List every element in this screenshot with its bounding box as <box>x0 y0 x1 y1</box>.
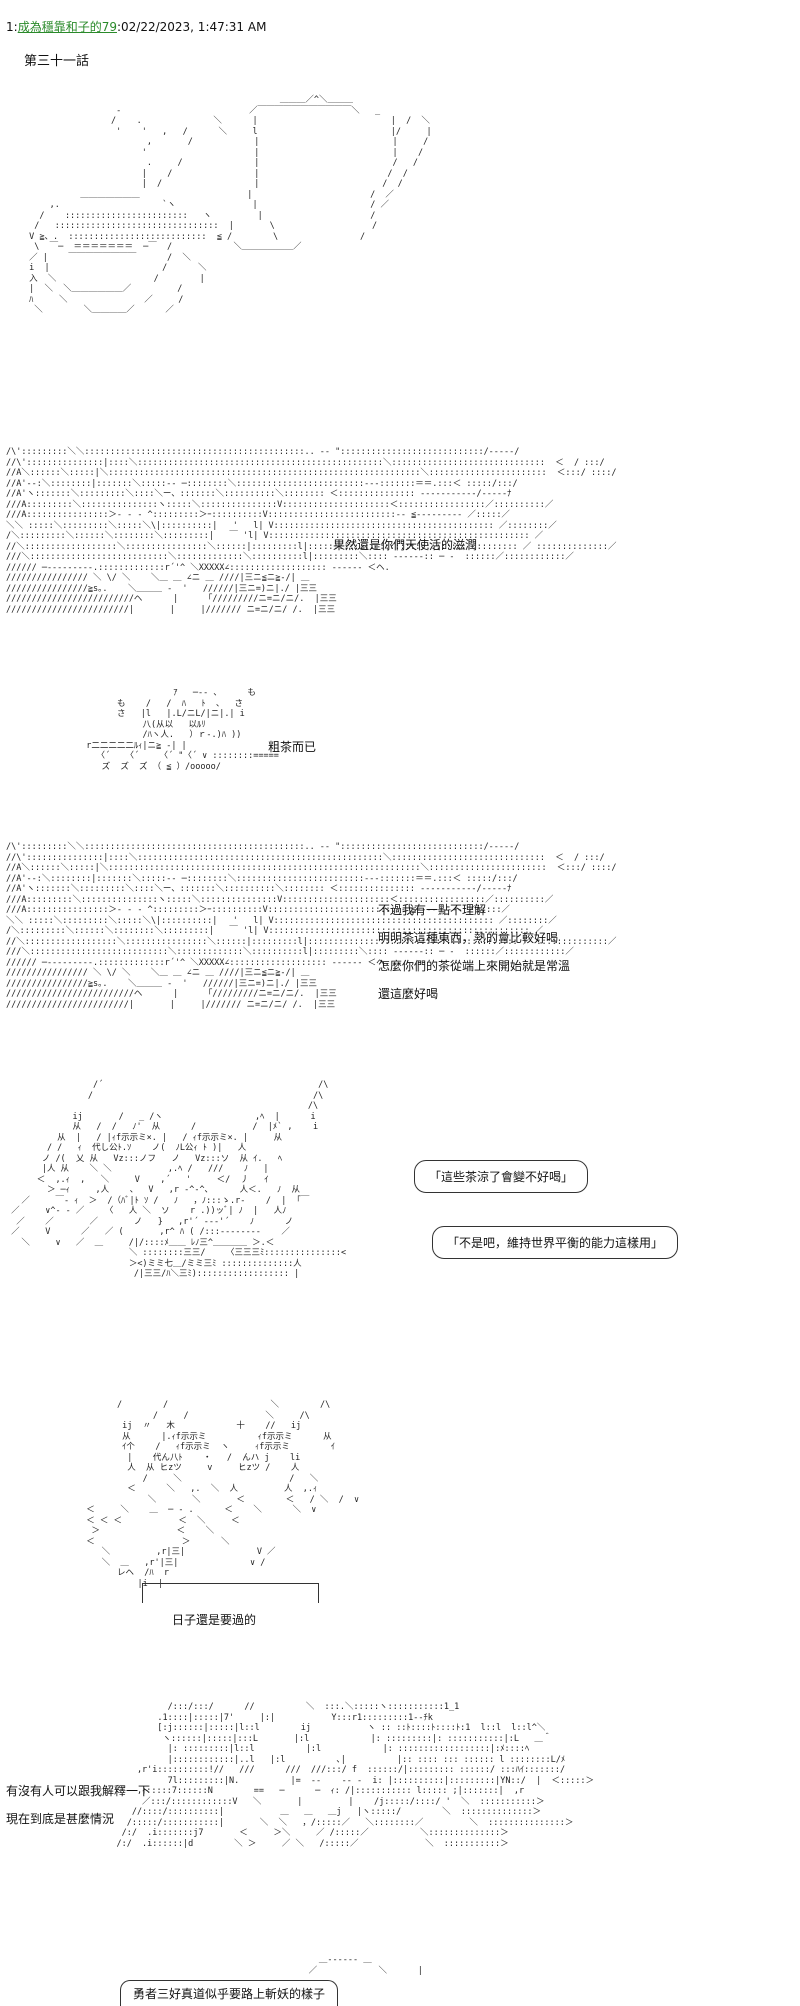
table-right-leg <box>318 1583 319 1603</box>
post-header: 1:成為穩靠和子的79:02/22/2023, 1:47:31 AM <box>6 18 266 35</box>
speech-bubble-2: 「不是吧，維持世界平衡的能力這樣用」 <box>432 1226 679 1259</box>
dialogue-line-8: 勇者三好真道似乎要路上斬妖的樣子 <box>133 1987 326 2001</box>
dialogue-line-3b: 明明茶這種東西，熱的會比較好喝 <box>378 931 559 945</box>
dialogue-line-2: 粗茶而已 <box>268 740 317 754</box>
ascii-art-two-characters-2: / / ＼ /\ / / ＼ /\ ij 〃 木 十 // ij 从 |.ｨf示… <box>86 1400 360 1589</box>
dialogue-line-6: 日子還是要過的 <box>172 1613 257 1627</box>
ascii-art-character-1: ｱ ─‐‐ 、 も も / / ﾊ ﾄ 、 さ さ |l |.L/ニL/|ニ|.… <box>86 688 279 772</box>
dialogue-line-5: 「不是吧，維持世界平衡的能力這樣用」 <box>447 1236 664 1250</box>
ascii-art-eyes-2: /\':::::::::＼＼::::::::::::::::::::::::::… <box>6 842 617 1010</box>
ascii-art-teapot: ＿＿＿／^＼＿＿＿ ‐ ／￣￣￣￣￣￣￣￣￣￣￣＼ _ / . ＼ | | / … <box>29 95 432 315</box>
dialogue-line-3a: 不過我有一點不理解 <box>378 903 487 917</box>
ascii-art-eyes-1: /\':::::::::＼＼::::::::::::::::::::::::::… <box>6 447 617 615</box>
post-timestamp: :02/22/2023, 1:47:31 AM <box>116 20 267 34</box>
table-top-line <box>142 1583 318 1584</box>
post-number: 1: <box>6 20 18 34</box>
ascii-art-two-characters-1: /´ /\ / /\ /\ ij / _ <box>11 1080 347 1279</box>
dialogue-line-3c: 怎麼你們的茶從端上來開始就是常溫 <box>378 959 571 973</box>
chapter-title: 第三十一話 <box>24 54 90 69</box>
dialogue-line-1: 果然還是你們天使活的滋潤 <box>333 538 478 552</box>
dialogue-line-3d: 還這麼好喝 <box>378 987 439 1001</box>
dialogue-line-7a: 有沒有人可以跟我解釋一下 <box>6 1784 151 1798</box>
poster-name-link[interactable]: 成為穩靠和子的79 <box>17 20 117 34</box>
dialogue-line-7b: 現在到底是甚麼情況 <box>6 1812 115 1826</box>
speech-bubble-1: 「這些茶涼了會變不好喝」 <box>414 1160 589 1193</box>
speech-bubble-3: 勇者三好真道似乎要路上斬妖的樣子 <box>120 1980 339 2006</box>
dialogue-line-4: 「這些茶涼了會變不好喝」 <box>429 1170 574 1184</box>
table-left-leg <box>142 1583 143 1603</box>
ascii-art-two-characters-3: /:::/:::/ // ＼ :::.＼:::::ヽ:::::::::::1_1… <box>116 1702 595 1849</box>
ascii-art-bubble-top: ＿‐‐‐‐‐‐ ＿ ／ ＼ | <box>308 1955 423 1976</box>
